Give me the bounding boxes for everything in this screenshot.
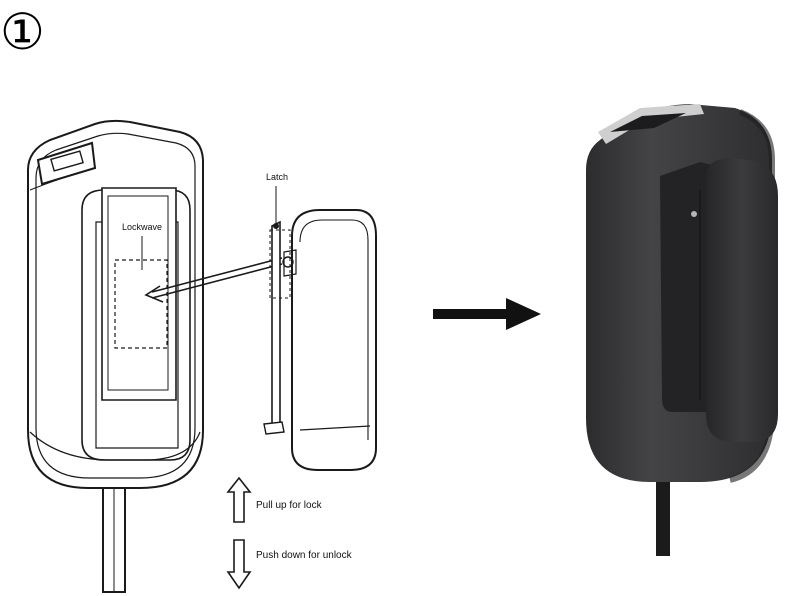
- lockwave-label: Lockwave: [122, 222, 163, 232]
- assembled-hub-render: [586, 104, 778, 556]
- push-down-arrow-icon: [226, 539, 252, 590]
- right-arrow-icon: [433, 298, 541, 330]
- attach-direction-arrow: [144, 257, 283, 303]
- pull-up-arrow-icon: [226, 476, 252, 523]
- latch-label: Latch: [266, 172, 289, 182]
- charger-hub-line-drawing: [27, 119, 204, 593]
- step-number-marker: ①: [0, 3, 45, 61]
- belt-clip-line-drawing: [263, 186, 377, 471]
- pull-up-label: Pull up for lock: [256, 500, 322, 511]
- push-down-label: Push down for unlock: [256, 550, 352, 561]
